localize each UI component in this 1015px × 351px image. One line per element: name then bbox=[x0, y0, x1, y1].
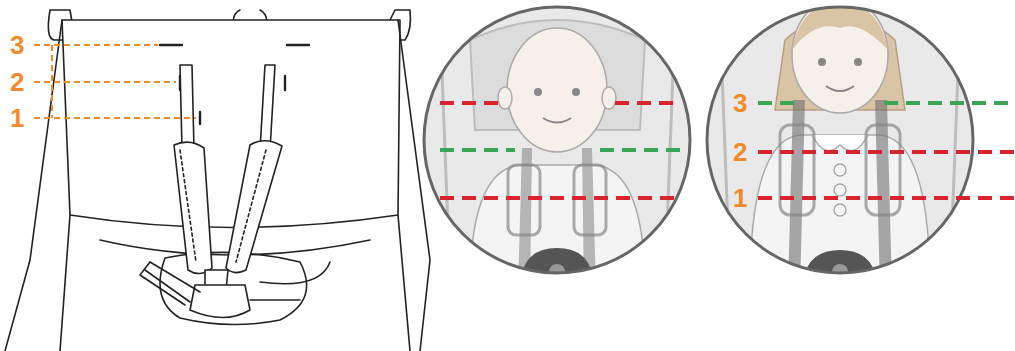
callout-number: 3 bbox=[733, 90, 747, 116]
callout-number: 2 bbox=[10, 69, 24, 95]
callout-number: 1 bbox=[733, 185, 747, 211]
callout-number: 3 bbox=[10, 32, 24, 58]
callout-number: 2 bbox=[733, 139, 747, 165]
callout-number: 1 bbox=[10, 105, 24, 131]
